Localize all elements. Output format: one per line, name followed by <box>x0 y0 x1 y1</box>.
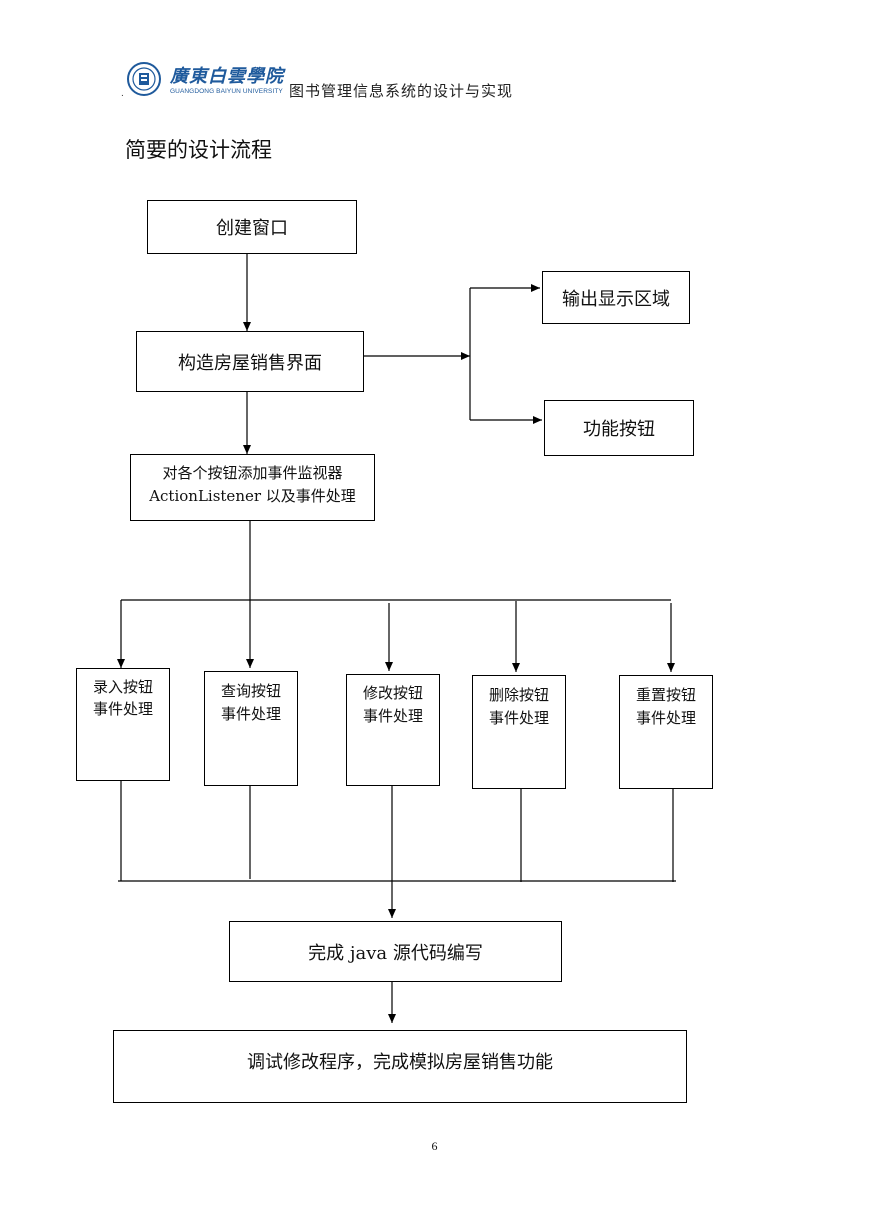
box-debug: 调试修改程序，完成模拟房屋销售功能 <box>113 1030 687 1103</box>
box-function-buttons: 功能按钮 <box>544 400 694 456</box>
box-add-listeners: 对各个按钮添加事件监视器 ActionListener 以及事件处理 <box>130 454 375 521</box>
handler-insert-line1: 录入按钮 <box>92 678 153 696</box>
header-dot: . <box>121 88 124 99</box>
output-area-label: 输出显示区域 <box>562 288 670 310</box>
create-window-label: 创建窗口 <box>216 218 288 239</box>
box-handler-modify: 修改按钮 事件处理 <box>346 674 440 786</box>
box-handler-delete: 删除按钮 事件处理 <box>472 675 566 789</box>
box-create-window: 创建窗口 <box>147 200 357 254</box>
listeners-label-line2: ActionListener 以及事件处理 <box>149 487 356 505</box>
handler-reset-line1: 重置按钮 <box>635 686 696 704</box>
box-handler-query: 查询按钮 事件处理 <box>204 671 298 786</box>
header-title: 图书管理信息系统的设计与实现 <box>289 82 514 100</box>
box-output-area: 输出显示区域 <box>542 271 690 324</box>
handler-delete-line1: 删除按钮 <box>488 686 549 704</box>
finish-code-label: 完成 java 源代码编写 <box>308 942 483 964</box>
box-build-ui: 构造房屋销售界面 <box>136 331 364 392</box>
handler-query-line2: 事件处理 <box>220 705 281 723</box>
section-title: 简要的设计流程 <box>125 138 272 162</box>
build-ui-label: 构造房屋销售界面 <box>178 352 322 374</box>
handler-delete-line2: 事件处理 <box>488 709 549 727</box>
function-buttons-label: 功能按钮 <box>583 419 655 440</box>
box-handler-insert: 录入按钮 事件处理 <box>76 668 170 781</box>
handler-insert-line2: 事件处理 <box>92 700 153 718</box>
logo-english-name: GUANGDONG BAIYUN UNIVERSITY <box>170 88 283 95</box>
handler-query-line1: 查询按钮 <box>220 682 281 700</box>
page-number: 6 <box>431 1139 438 1153</box>
box-finish-code: 完成 java 源代码编写 <box>229 921 562 982</box>
handler-modify-line1: 修改按钮 <box>362 684 423 702</box>
university-seal-icon <box>127 62 161 96</box>
debug-label: 调试修改程序，完成模拟房屋销售功能 <box>247 1052 553 1073</box>
handler-modify-line2: 事件处理 <box>362 707 423 725</box>
logo-chinese-name: 廣東白雲學院 <box>170 66 284 87</box>
listeners-label-line1: 对各个按钮添加事件监视器 <box>162 464 343 482</box>
handler-reset-line2: 事件处理 <box>635 709 696 727</box>
box-handler-reset: 重置按钮 事件处理 <box>619 675 713 789</box>
